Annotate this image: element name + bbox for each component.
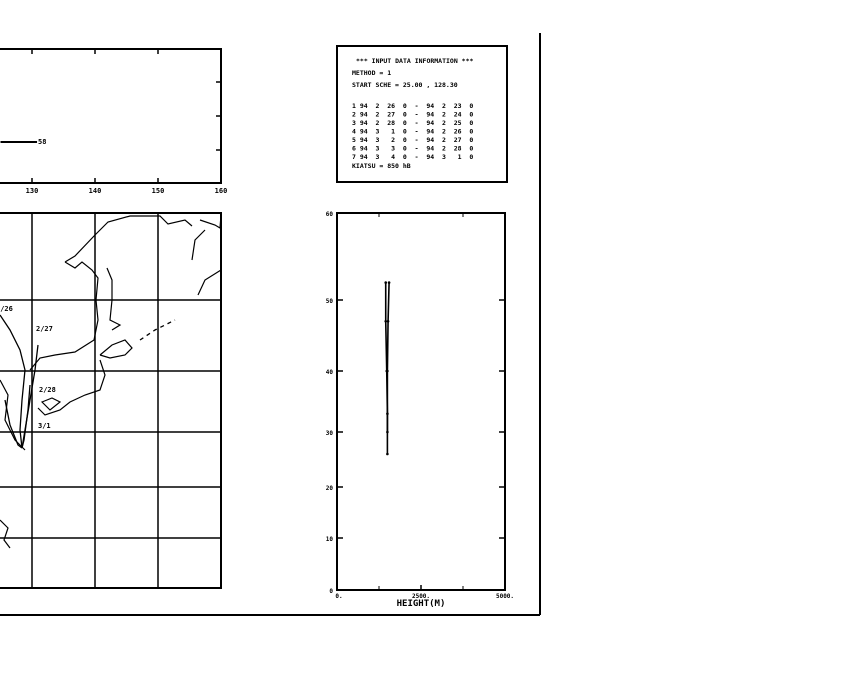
height-point bbox=[387, 281, 391, 284]
coast-honshu bbox=[37, 359, 106, 416]
height-chart-box bbox=[336, 212, 506, 591]
x-tick-label: 0. bbox=[335, 593, 342, 600]
height-axis-label: HEIGHT(M) bbox=[397, 599, 446, 609]
info-row: 7 94 3 4 0 - 94 3 1 0 bbox=[352, 153, 473, 161]
height-point bbox=[384, 320, 388, 323]
height-point bbox=[386, 369, 389, 373]
lon-tick-label: 150 bbox=[152, 187, 165, 195]
lon-tick-label: 140 bbox=[89, 187, 102, 195]
trajectory-2-28 bbox=[21, 384, 31, 449]
longitude-chart-box bbox=[0, 48, 222, 184]
height-point bbox=[386, 452, 389, 456]
coast-mainland bbox=[0, 379, 26, 549]
info-row: 2 94 2 27 0 - 94 2 24 0 bbox=[352, 111, 473, 119]
coast-shikoku bbox=[40, 397, 62, 411]
info-row: 1 94 2 26 0 - 94 2 23 0 bbox=[352, 102, 473, 110]
coastlines bbox=[0, 214, 222, 549]
coast-hokkaido bbox=[99, 339, 133, 359]
trajectory-2-26 bbox=[0, 314, 26, 449]
date-label-2-26: 2/26 bbox=[0, 305, 13, 313]
date-label-2-28: 2/28 bbox=[39, 386, 56, 394]
coast-kamchatka bbox=[191, 214, 222, 296]
y-tick-label: 30 bbox=[326, 430, 334, 437]
height-point bbox=[384, 281, 388, 284]
date-label-2-27: 2/27 bbox=[36, 325, 53, 333]
trajectory-dashed bbox=[139, 319, 176, 341]
height-point bbox=[386, 430, 389, 434]
height-chart: 0 10 20 30 40 50 60 0. 2500. 5000. HEIGHT(M) bbox=[326, 211, 514, 609]
height-point bbox=[386, 320, 390, 323]
info-row: 3 94 2 28 0 - 94 2 25 0 bbox=[352, 119, 473, 127]
trajectory-paths bbox=[0, 314, 176, 449]
y-tick-label: 20 bbox=[326, 485, 334, 492]
longitude-chart: 130 140 150 160 58 bbox=[0, 48, 228, 195]
date-label-3-1: 3/1 bbox=[38, 422, 51, 430]
y-tick-label: 40 bbox=[326, 369, 334, 376]
info-row: 4 94 3 1 0 - 94 2 26 0 bbox=[352, 128, 473, 136]
trajectory-map: 2/26 2/27 2/28 3/1 bbox=[0, 212, 222, 589]
info-title: *** INPUT DATA INFORMATION *** bbox=[356, 57, 473, 65]
y-tick-label: 0 bbox=[329, 588, 333, 595]
coast-sakhalin bbox=[106, 267, 122, 331]
info-start: START SCHE = 25.00 , 128.30 bbox=[352, 81, 458, 89]
y-tick-label: 60 bbox=[326, 211, 334, 218]
trajectory-3-1 bbox=[4, 399, 23, 449]
info-method: METHOD = 1 bbox=[352, 69, 391, 77]
input-data-info-box: *** INPUT DATA INFORMATION *** METHOD = … bbox=[336, 45, 508, 183]
x-tick-label: 2500. bbox=[412, 593, 430, 600]
lon-tick-label: 160 bbox=[215, 187, 228, 195]
coast-korea-china bbox=[29, 261, 99, 371]
map-box bbox=[0, 212, 222, 589]
info-box-border bbox=[336, 45, 508, 183]
y-tick-label: 50 bbox=[326, 298, 334, 305]
coast-siberia bbox=[64, 215, 193, 263]
trajectory-end-label: 58 bbox=[38, 138, 46, 146]
info-pressure: KIATSU = 850 hB bbox=[352, 162, 411, 170]
lon-tick-label: 130 bbox=[26, 187, 39, 195]
y-tick-label: 10 bbox=[326, 536, 334, 543]
x-tick-label: 5000. bbox=[496, 593, 514, 600]
info-row: 6 94 3 3 0 - 94 2 28 0 bbox=[352, 145, 473, 153]
map-grid bbox=[0, 213, 221, 588]
height-series-traj-b bbox=[386, 282, 390, 432]
info-row: 5 94 3 2 0 - 94 2 27 0 bbox=[352, 136, 473, 144]
